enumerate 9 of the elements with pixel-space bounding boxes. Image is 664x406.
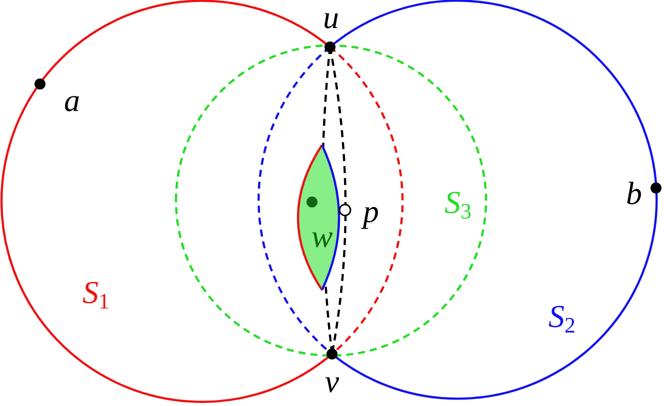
point-label: p (363, 195, 379, 227)
point-label: S$_{2}$ (548, 300, 576, 336)
point-label: v (324, 365, 340, 397)
point-label: u (323, 1, 339, 33)
point-label: a (64, 84, 80, 116)
point-label: w (311, 220, 333, 252)
point-label: b (626, 177, 642, 209)
point-label: S$_{1}$ (82, 276, 110, 312)
point-label: S$_{3}$ (444, 186, 472, 222)
